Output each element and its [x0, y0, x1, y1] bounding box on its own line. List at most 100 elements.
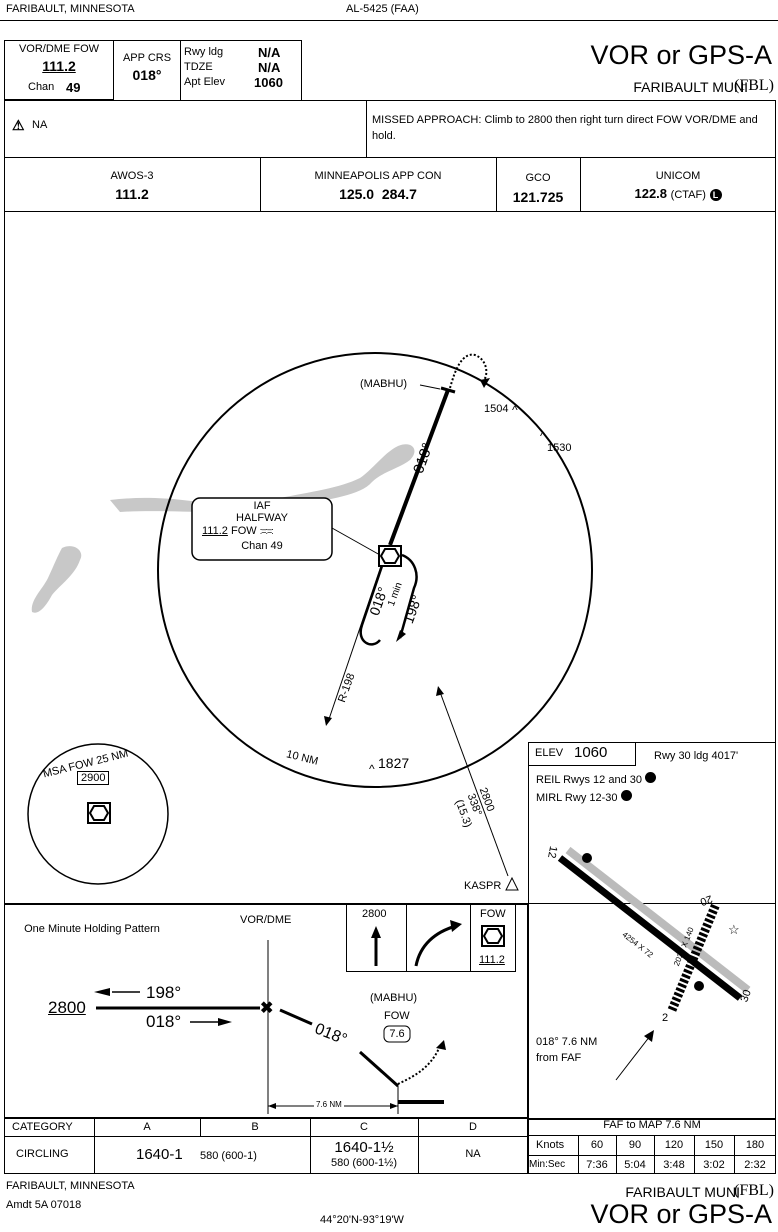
lighting-dot-30 [694, 981, 704, 991]
missed-dotted-profile [397, 1045, 441, 1085]
fix-freq: 111.2 [202, 525, 228, 537]
time-120: 3:48 [663, 1159, 685, 1171]
holding-title: One Minute Holding Pattern [24, 923, 160, 935]
mabhu-label: (MABHU) [360, 378, 408, 390]
star-icon: ☆ [728, 922, 740, 937]
profile-alt: 2800 [48, 998, 86, 1017]
elev-1827: 1827 [378, 755, 410, 771]
circling-d: NA [465, 1148, 481, 1160]
circling-ab-main: 1640-1 [136, 1146, 183, 1163]
vor-dme-label: VOR/DME [240, 914, 292, 926]
missed-row [4, 100, 776, 158]
terrain-water [31, 444, 415, 613]
faf-note: 018° 7.6 NM from FAF [536, 1036, 598, 1064]
circling-ab-sub: 580 (600-1) [200, 1150, 257, 1162]
msa-circle [27, 743, 169, 885]
top-rule [0, 20, 778, 21]
approach-course [388, 389, 450, 546]
plan-view-frame [4, 212, 776, 904]
footer-airport: FARIBAULT MUNI [625, 1184, 740, 1200]
apt-elev-value: 1060 [254, 75, 283, 90]
awos-freq: 111.2 [115, 186, 149, 202]
elev-1504: 1504 [484, 403, 509, 415]
iaf-box [191, 497, 333, 561]
runway-12-30 [557, 855, 743, 1001]
profile-mabhu: (MABHU) [370, 992, 418, 1004]
circling-c-main: 1640-1½ [334, 1139, 394, 1156]
awos-label: AWOS-3 [110, 170, 154, 182]
profile-view [4, 904, 528, 1118]
lake-1 [110, 497, 215, 512]
category-label: CATEGORY [12, 1121, 73, 1133]
profile-fow-dist: 7.6 [389, 1028, 405, 1040]
lake-3 [280, 444, 415, 507]
spot-1530: ^ [540, 429, 546, 443]
fix-freq-line: 111.2 FOW :=:=: [202, 525, 274, 537]
lighting-icon [620, 790, 632, 801]
map-icon-fow: FOW [480, 908, 506, 920]
footer-amdt: Amdt 5A 07018 [6, 1199, 82, 1211]
fix-name: HALFWAY [236, 512, 288, 524]
profile-inbound: 198° [146, 983, 182, 1002]
lighting-dot-12 [582, 853, 592, 863]
tdze-value: N/A [258, 60, 281, 75]
airport-code: (FBL) [734, 77, 774, 94]
chan-value: 49 [66, 80, 81, 95]
missed-path [449, 353, 488, 389]
footer-title: VOR or GPS-A [590, 1199, 772, 1229]
airport-sketch [528, 742, 776, 1120]
location-top: FARIBAULT, MINNESOTA [6, 3, 135, 15]
mirl-text: MIRL Rwy 12-30 [536, 792, 618, 804]
cat-d: D [469, 1121, 477, 1133]
elev-1530: 1530 [547, 442, 572, 454]
iaf-label: IAF [253, 500, 271, 512]
lighting-icon [645, 772, 657, 783]
map-icon-freq: 111.2 [479, 954, 505, 966]
footer-airport-code: (FBL) [734, 1182, 774, 1199]
nav-freq: 111.2 [42, 58, 76, 74]
unicom-freq: 122.8 [634, 186, 668, 201]
footer-location: FARIBAULT, MINNESOTA [6, 1180, 135, 1192]
msa-alt: 2900 [77, 771, 110, 785]
missed-approach-text: MISSED APPROACH: Climb to 2800 then righ… [372, 114, 758, 142]
halfway-vor-icon [378, 545, 402, 567]
profile-fow: FOW [384, 1010, 410, 1022]
vor-cross-icon: ✖ [260, 1000, 273, 1017]
minimums-table [4, 1118, 528, 1174]
time-90: 5:04 [624, 1159, 646, 1171]
knots-180: 180 [745, 1139, 765, 1151]
sketch-elev-value: 1060 [574, 744, 608, 761]
radial-198 [327, 565, 382, 723]
knots-120: 120 [664, 1139, 684, 1151]
ring-10nm [157, 352, 593, 788]
gco-label: GCO [525, 172, 551, 184]
tdze-label: TDZE [184, 61, 213, 73]
timing-table [528, 1118, 776, 1174]
taxiway [565, 846, 751, 994]
spot-1504: ^ [512, 403, 518, 417]
fix-chan: Chan 49 [241, 540, 283, 552]
lake-2 [31, 546, 82, 613]
knots-60: 60 [590, 1139, 604, 1151]
mirl-line: MIRL Rwy 12-30 [536, 790, 632, 804]
cat-a: A [143, 1121, 151, 1133]
unicom-ctaf: (CTAF) [670, 189, 706, 201]
runway-2-20 [667, 902, 721, 1012]
app-crs-value: 018° [132, 67, 162, 83]
holding-inbound [359, 565, 384, 646]
time-60: 7:36 [586, 1159, 608, 1171]
morse-code-icon: :=:=: [259, 526, 274, 536]
warning-icon: ⚠ [12, 117, 25, 133]
cat-c: C [360, 1121, 368, 1133]
chan-label: Chan [28, 81, 55, 93]
map-vor-icon [481, 925, 505, 947]
app-con-freq: 125.0 284.7 [339, 186, 417, 202]
knots-150: 150 [704, 1139, 724, 1151]
mabhu-tick [440, 386, 456, 394]
kaspr-fix [505, 876, 519, 891]
comms-row [4, 158, 776, 212]
na-text: NA [32, 119, 48, 131]
app-crs-label: APP CRS [122, 52, 172, 64]
circling-label: CIRCLING [16, 1148, 69, 1160]
descent-line [358, 1050, 400, 1088]
